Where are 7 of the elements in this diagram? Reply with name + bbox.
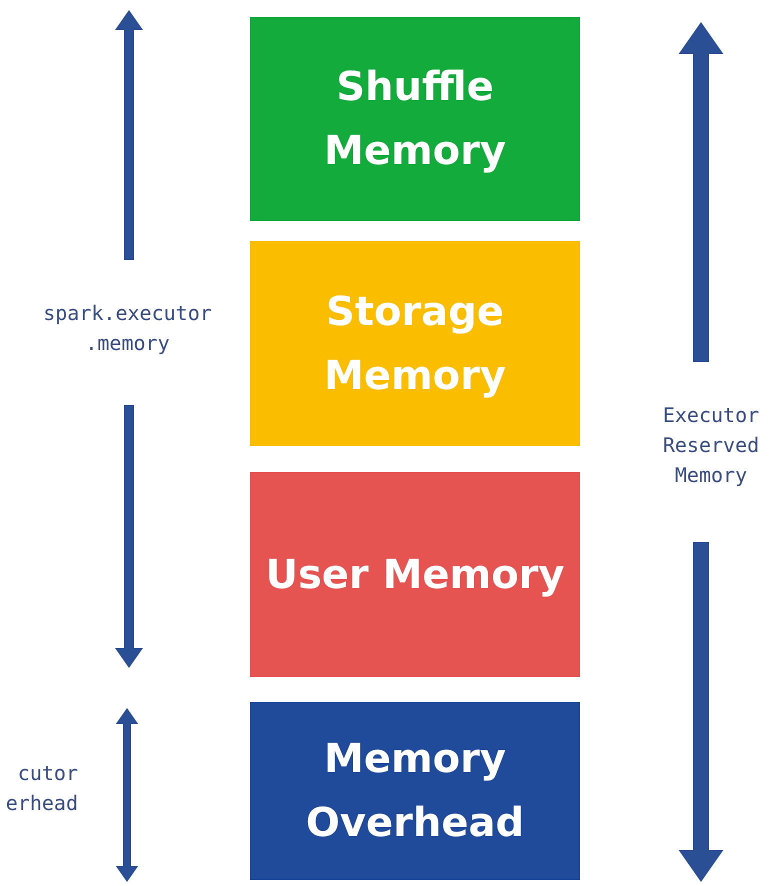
dimension-label: spark.executor .memory [42,300,213,357]
memory-block: Storage Memory [250,241,580,446]
memory-block: Shuffle Memory [250,17,580,221]
memory-block: User Memory [250,472,580,677]
dimension-label: Executor Reserved Memory [662,402,760,489]
memory-block: Memory Overhead [250,702,580,880]
dimension-label: cutor erhead [4,760,78,817]
